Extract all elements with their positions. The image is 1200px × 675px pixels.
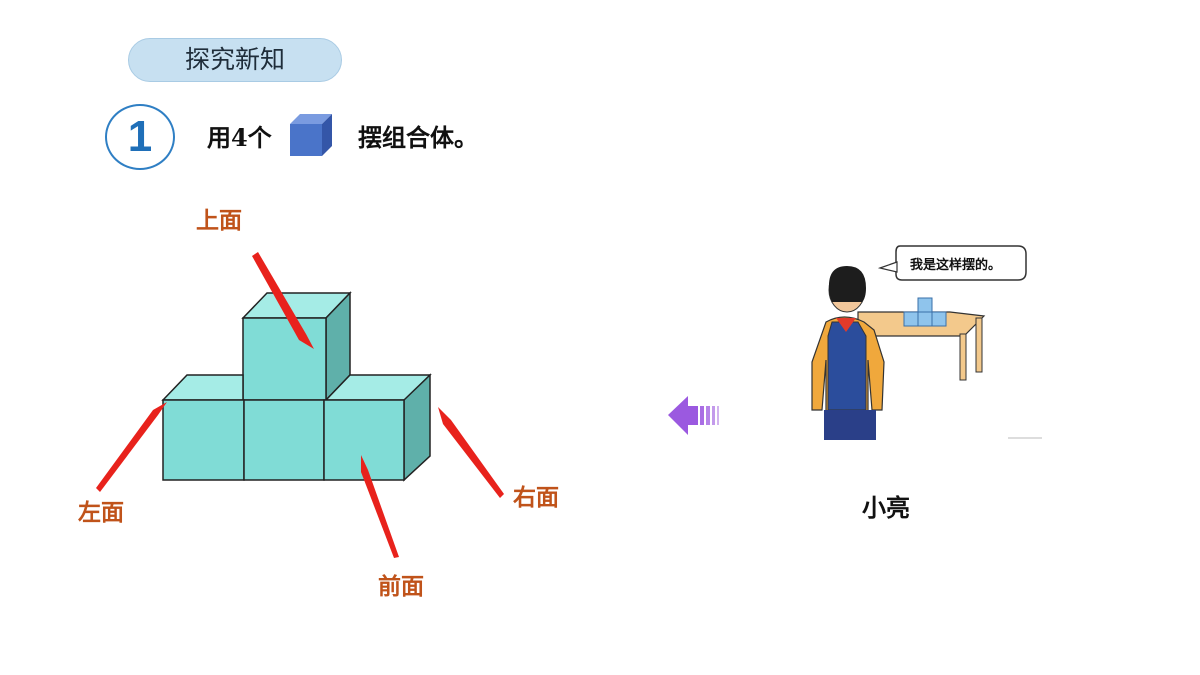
- cube-icon: [290, 114, 332, 156]
- left-arrow-icon[interactable]: [668, 396, 719, 435]
- section-title: 探究新知: [128, 38, 342, 82]
- label-top-face: 上面: [196, 207, 242, 234]
- task-text-prefix: 用4个: [207, 123, 272, 152]
- character-name: 小亮: [862, 493, 910, 522]
- bottom-row-cubes: [161, 373, 432, 482]
- top-cube: [241, 291, 352, 402]
- step-number-badge: 1: [105, 104, 175, 170]
- label-left-face: 左面: [78, 499, 124, 526]
- speech-bubble-text: 我是这样摆的。: [910, 258, 1002, 273]
- red-pointer-arrow-icon: [96, 252, 504, 558]
- boy-at-table-illustration: [811, 245, 1027, 440]
- label-front-face: 前面: [378, 573, 424, 600]
- task-text-suffix: 摆组合体。: [358, 123, 478, 152]
- label-right-face: 右面: [513, 484, 559, 511]
